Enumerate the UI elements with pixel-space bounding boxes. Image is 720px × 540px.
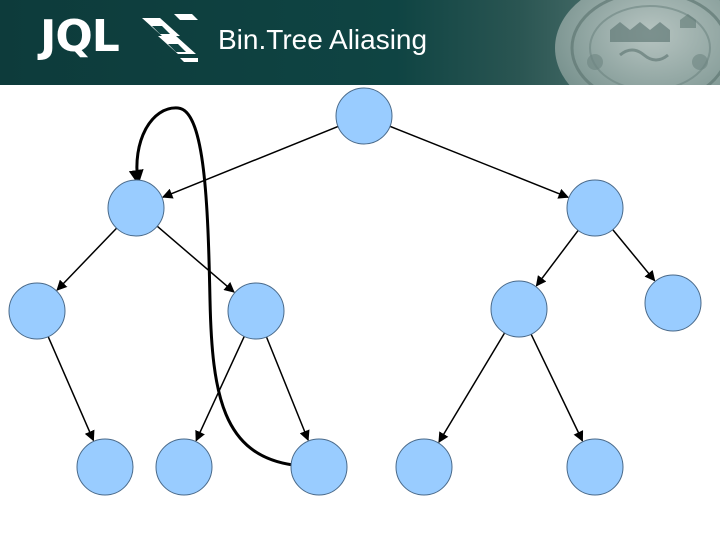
page-title: Bin.Tree Aliasing (218, 24, 428, 55)
jql-logo: JQL (40, 8, 200, 72)
edge-root-to-r (387, 124, 570, 199)
header-banner: JQL Bin.Tree Aliasing (0, 0, 720, 85)
tree-node-lrl (155, 438, 213, 496)
tree-node-lll (76, 438, 134, 496)
tree-node-l (107, 179, 165, 237)
tree-node-lrr (290, 438, 348, 496)
edge-rl-to-rll (438, 330, 507, 444)
tree-node-rlr (566, 438, 624, 496)
edge-root-to-l (161, 125, 341, 199)
edge-lr-to-lrl (195, 334, 246, 442)
logo-mark-icon (142, 14, 198, 62)
edge-r-to-rr (610, 227, 656, 282)
edge-ll-to-lll (46, 334, 95, 442)
tree-node-ll (8, 282, 66, 340)
tree-node-rll (395, 438, 453, 496)
edge-rl-to-rlr (529, 332, 584, 442)
edge-r-to-rl (535, 228, 580, 287)
alias-edge-lrr-to-l (128, 106, 294, 467)
edge-l-to-ll (56, 226, 119, 291)
tree-node-rl (490, 280, 548, 338)
tree-node-root (335, 87, 393, 145)
logo-text: JQL (40, 11, 120, 62)
edge-lr-to-lrr (265, 334, 310, 442)
edge-l-to-lr (155, 224, 235, 293)
tree-node-r (566, 179, 624, 237)
tree-node-lr (227, 282, 285, 340)
tree-node-rr (644, 274, 702, 332)
seal-watermark-image (555, 0, 720, 85)
